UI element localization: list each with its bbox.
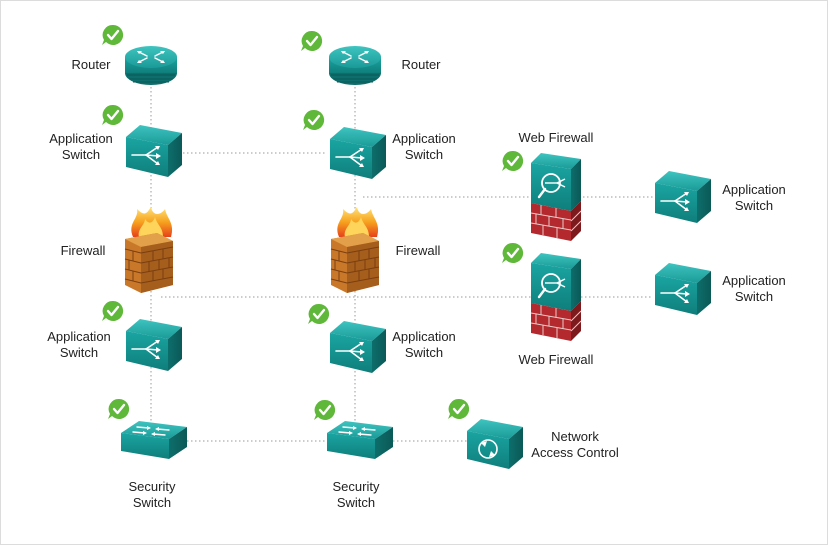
app-switch-label-2-line-1: Application xyxy=(392,131,456,146)
app-switch-label-4-line-1: Application xyxy=(392,329,456,344)
switch-icon-app-5 xyxy=(654,170,712,224)
app-switch-label-5-line-1: Application xyxy=(722,182,786,197)
app-switch-label-2: Application Switch xyxy=(381,131,467,163)
app-switch-label-6-line-1: Application xyxy=(722,273,786,288)
app-switch-label-4: Application Switch xyxy=(381,329,467,361)
app-switch-label-5-line-2: Switch xyxy=(734,198,774,213)
check-badge-icon xyxy=(500,241,525,265)
check-badge-icon xyxy=(306,302,331,326)
web-firewall-label-2: Web Firewall xyxy=(506,352,606,368)
web-firewall-icon-2 xyxy=(529,251,583,343)
app-switch-label-3: Application Switch xyxy=(37,329,121,361)
router-label-1: Router xyxy=(63,57,119,73)
check-badge-icon xyxy=(312,398,337,422)
security-switch-label-1-line-2: Switch xyxy=(132,495,172,510)
firewall-label-1: Firewall xyxy=(53,243,113,259)
app-switch-label-1-line-2: Switch xyxy=(61,147,101,162)
switch-icon-security-1 xyxy=(120,420,188,460)
app-switch-label-5: Application Switch xyxy=(711,182,797,214)
web-firewall-label-1: Web Firewall xyxy=(506,130,606,146)
web-firewall-label-2-text: Web Firewall xyxy=(518,352,594,367)
switch-icon-app-3 xyxy=(125,318,183,372)
firewall-icon-2 xyxy=(330,206,380,294)
switch-icon-app-2 xyxy=(329,126,387,180)
nac-label: Network Access Control xyxy=(523,429,627,461)
app-switch-label-6: Application Switch xyxy=(711,273,797,305)
security-switch-label-2-line-2: Switch xyxy=(336,495,376,510)
app-switch-label-3-line-2: Switch xyxy=(59,345,99,360)
router-label-2-text: Router xyxy=(401,57,441,72)
switch-icon-app-4 xyxy=(329,320,387,374)
app-switch-label-3-line-1: Application xyxy=(47,329,111,344)
security-switch-label-2: Security Switch xyxy=(321,479,391,511)
firewall-label-2: Firewall xyxy=(387,243,449,259)
firewall-label-2-text: Firewall xyxy=(395,243,441,258)
check-badge-icon xyxy=(100,299,125,323)
app-switch-label-1-line-1: Application xyxy=(49,131,113,146)
firewall-label-1-text: Firewall xyxy=(60,243,106,258)
check-badge-icon xyxy=(500,149,525,173)
nac-label-line-2: Access Control xyxy=(531,445,619,460)
app-switch-label-6-line-2: Switch xyxy=(734,289,774,304)
check-badge-icon xyxy=(446,397,471,421)
web-firewall-label-1-text: Web Firewall xyxy=(518,130,594,145)
web-firewall-icon-1 xyxy=(529,151,583,243)
security-switch-label-1-line-1: Security xyxy=(128,479,176,494)
router-label-2: Router xyxy=(393,57,449,73)
security-switch-label-2-line-1: Security xyxy=(332,479,380,494)
app-switch-label-4-line-2: Switch xyxy=(404,345,444,360)
app-switch-label-2-line-2: Switch xyxy=(404,147,444,162)
check-badge-icon xyxy=(100,23,125,47)
check-badge-icon xyxy=(299,29,324,53)
switch-icon-security-2 xyxy=(326,420,394,460)
switch-icon-app-1 xyxy=(125,124,183,178)
router-icon-1 xyxy=(124,45,178,86)
switch-icon-app-6 xyxy=(654,262,712,316)
security-switch-label-1: Security Switch xyxy=(117,479,187,511)
nac-icon xyxy=(466,418,524,470)
router-label-1-text: Router xyxy=(71,57,111,72)
router-icon-2 xyxy=(328,45,382,86)
check-badge-icon xyxy=(301,108,326,132)
firewall-icon-1 xyxy=(124,206,174,294)
check-badge-icon xyxy=(100,103,125,127)
check-badge-icon xyxy=(106,397,131,421)
nac-label-line-1: Network xyxy=(551,429,599,444)
app-switch-label-1: Application Switch xyxy=(39,131,123,163)
